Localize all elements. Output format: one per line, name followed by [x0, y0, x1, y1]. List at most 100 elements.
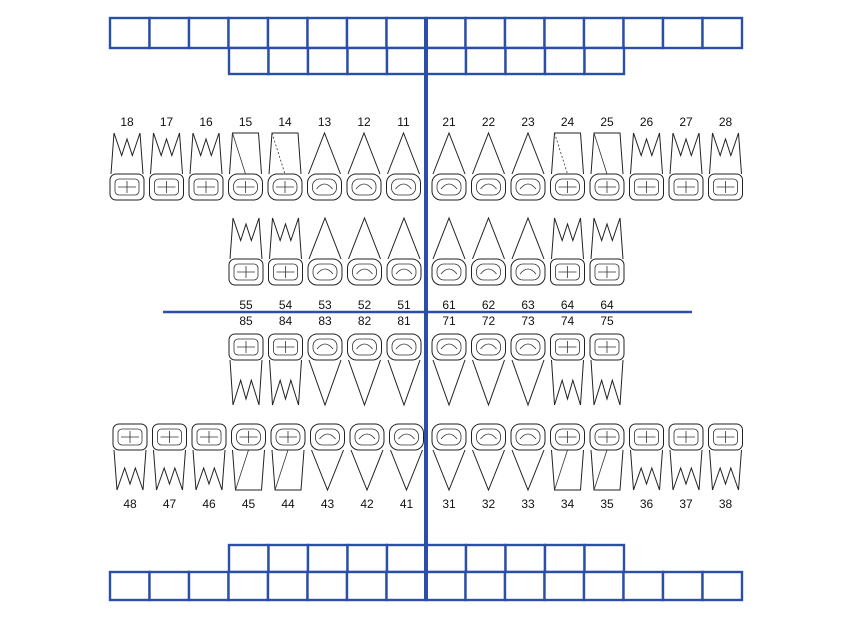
tooth-upper-permanent[interactable]: 13 [308, 115, 342, 200]
tooth-upper-primary[interactable]: 63 [511, 218, 545, 312]
top-outer-grid-cell[interactable] [347, 18, 387, 48]
top-outer-grid-cell[interactable] [387, 18, 427, 48]
top-inner-grid-cell[interactable] [348, 48, 388, 74]
bottom-inner-grid-cell[interactable] [308, 545, 348, 572]
tooth-upper-permanent[interactable]: 27 [669, 115, 703, 200]
bottom-outer-grid-cell[interactable] [229, 572, 269, 600]
tooth-lower-permanent[interactable]: 43 [311, 424, 345, 511]
tooth-upper-primary[interactable]: 52 [348, 218, 382, 312]
tooth-lower-permanent[interactable]: 35 [590, 424, 624, 511]
tooth-upper-permanent[interactable]: 15 [229, 115, 263, 200]
bottom-outer-grid-cell[interactable] [110, 572, 150, 600]
bottom-inner-grid-cell[interactable] [269, 545, 309, 572]
tooth-lower-permanent[interactable]: 37 [669, 424, 703, 511]
top-outer-grid-cell[interactable] [703, 18, 743, 48]
tooth-upper-permanent[interactable]: 25 [590, 115, 624, 200]
top-outer-grid-cell[interactable] [308, 18, 348, 48]
top-inner-grid-cell[interactable] [229, 48, 269, 74]
bottom-outer-grid-cell[interactable] [426, 572, 466, 600]
tooth-upper-primary[interactable]: 51 [387, 218, 421, 312]
tooth-lower-permanent[interactable]: 44 [271, 424, 305, 511]
bottom-outer-grid-cell[interactable] [150, 572, 190, 600]
tooth-upper-permanent[interactable]: 23 [511, 115, 545, 200]
tooth-lower-permanent[interactable]: 45 [232, 424, 266, 511]
bottom-outer-grid-cell[interactable] [663, 572, 703, 600]
tooth-upper-primary[interactable]: 61 [432, 218, 466, 312]
tooth-lower-permanent[interactable]: 47 [153, 424, 187, 511]
tooth-lower-primary[interactable]: 85 [229, 314, 263, 405]
bottom-inner-grid-cell[interactable] [427, 545, 467, 572]
top-inner-grid-cell[interactable] [506, 48, 546, 74]
tooth-upper-primary[interactable]: 64 [590, 218, 624, 312]
top-outer-grid-cell[interactable] [110, 18, 150, 48]
tooth-upper-permanent[interactable]: 11 [387, 115, 421, 200]
tooth-lower-permanent[interactable]: 34 [551, 424, 585, 511]
bottom-outer-grid-cell[interactable] [505, 572, 545, 600]
top-outer-grid-cell[interactable] [189, 18, 229, 48]
tooth-upper-permanent[interactable]: 26 [630, 115, 664, 200]
tooth-lower-permanent[interactable]: 36 [630, 424, 664, 511]
tooth-lower-permanent[interactable]: 32 [472, 424, 506, 511]
top-outer-grid-cell[interactable] [545, 18, 585, 48]
tooth-lower-primary[interactable]: 71 [432, 314, 466, 405]
tooth-upper-primary[interactable]: 64 [551, 218, 585, 312]
tooth-upper-permanent[interactable]: 21 [432, 115, 466, 200]
tooth-lower-primary[interactable]: 73 [511, 314, 545, 405]
bottom-outer-grid-cell[interactable] [584, 572, 624, 600]
bottom-outer-grid-cell[interactable] [347, 572, 387, 600]
tooth-upper-primary[interactable]: 62 [472, 218, 506, 312]
bottom-outer-grid-cell[interactable] [545, 572, 585, 600]
tooth-lower-permanent[interactable]: 38 [709, 424, 743, 511]
top-outer-grid-cell[interactable] [229, 18, 269, 48]
top-inner-grid-cell[interactable] [387, 48, 427, 74]
bottom-inner-grid-cell[interactable] [466, 545, 506, 572]
tooth-upper-primary[interactable]: 55 [229, 218, 263, 312]
tooth-upper-permanent[interactable]: 17 [150, 115, 184, 200]
tooth-lower-primary[interactable]: 82 [348, 314, 382, 405]
tooth-upper-permanent[interactable]: 18 [110, 115, 144, 200]
top-outer-grid-cell[interactable] [426, 18, 466, 48]
bottom-inner-grid-cell[interactable] [387, 545, 427, 572]
top-inner-grid-cell[interactable] [585, 48, 625, 74]
tooth-upper-permanent[interactable]: 12 [347, 115, 381, 200]
top-outer-grid-cell[interactable] [584, 18, 624, 48]
tooth-upper-permanent[interactable]: 14 [268, 115, 302, 200]
top-inner-grid-cell[interactable] [466, 48, 506, 74]
tooth-lower-permanent[interactable]: 31 [432, 424, 466, 511]
tooth-lower-permanent[interactable]: 42 [350, 424, 384, 511]
tooth-upper-permanent[interactable]: 24 [551, 115, 585, 200]
bottom-outer-grid-cell[interactable] [189, 572, 229, 600]
top-outer-grid-cell[interactable] [150, 18, 190, 48]
tooth-upper-permanent[interactable]: 22 [472, 115, 506, 200]
tooth-lower-primary[interactable]: 83 [308, 314, 342, 405]
tooth-lower-permanent[interactable]: 48 [113, 424, 147, 511]
bottom-inner-grid-cell[interactable] [585, 545, 625, 572]
tooth-lower-primary[interactable]: 74 [551, 314, 585, 405]
bottom-outer-grid-cell[interactable] [268, 572, 308, 600]
tooth-upper-permanent[interactable]: 16 [189, 115, 223, 200]
top-outer-grid-cell[interactable] [466, 18, 506, 48]
top-outer-grid-cell[interactable] [505, 18, 545, 48]
tooth-lower-primary[interactable]: 75 [590, 314, 624, 405]
bottom-outer-grid-cell[interactable] [624, 572, 664, 600]
bottom-inner-grid-cell[interactable] [545, 545, 585, 572]
top-inner-grid-cell[interactable] [427, 48, 467, 74]
bottom-inner-grid-cell[interactable] [229, 545, 269, 572]
tooth-lower-permanent[interactable]: 46 [192, 424, 226, 511]
top-inner-grid-cell[interactable] [545, 48, 585, 74]
bottom-outer-grid-cell[interactable] [703, 572, 743, 600]
tooth-upper-primary[interactable]: 53 [308, 218, 342, 312]
tooth-upper-permanent[interactable]: 28 [709, 115, 743, 200]
top-outer-grid-cell[interactable] [624, 18, 664, 48]
tooth-lower-permanent[interactable]: 33 [511, 424, 545, 511]
top-outer-grid-cell[interactable] [663, 18, 703, 48]
tooth-lower-primary[interactable]: 84 [269, 314, 303, 405]
bottom-inner-grid-cell[interactable] [506, 545, 546, 572]
top-inner-grid-cell[interactable] [308, 48, 348, 74]
top-outer-grid-cell[interactable] [268, 18, 308, 48]
tooth-lower-primary[interactable]: 81 [387, 314, 421, 405]
bottom-outer-grid-cell[interactable] [466, 572, 506, 600]
bottom-inner-grid-cell[interactable] [348, 545, 388, 572]
tooth-lower-permanent[interactable]: 41 [390, 424, 424, 511]
tooth-lower-primary[interactable]: 72 [472, 314, 506, 405]
